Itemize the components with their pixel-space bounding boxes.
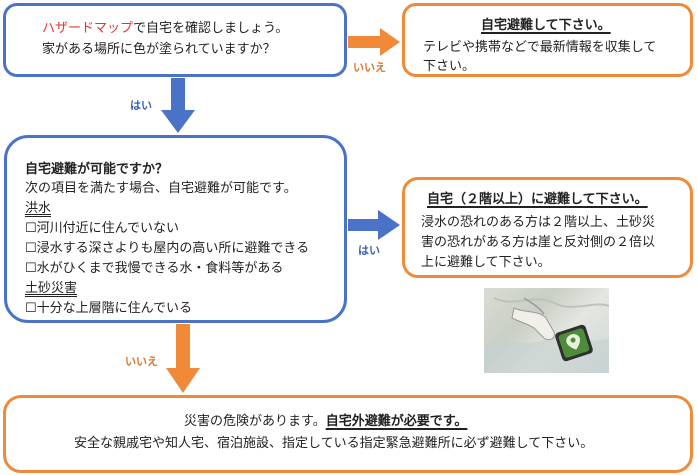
- checklist-item: ☐浸水する深さよりも屋内の高い所に避難できる: [25, 239, 309, 258]
- question-line-1-rest: で自宅を確認しましょう。: [133, 21, 289, 36]
- upper-floor-body-2: 害の恐れがある方は崖と反対側の２倍以: [421, 235, 656, 250]
- label-yes-1: はい: [130, 99, 152, 112]
- evacuate-outside-box: 災害の危険があります。自宅外避難が必要です。 安全な親戚宅や知人宅、宿泊施設、指…: [3, 395, 693, 473]
- evacuate-line-1-bold: 自宅外避難が必要です。: [325, 414, 468, 429]
- label-yes-2: はい: [358, 244, 380, 257]
- checklist-item-label: 十分な上層階に住んでいる: [36, 301, 193, 316]
- hazard-map-link-text: ハザードマップ: [42, 21, 134, 36]
- question-line-1: ハザードマップで自宅を確認しましょう。: [42, 19, 288, 38]
- checklist-item-label: 河川付近に住んでいない: [36, 221, 180, 236]
- stay-home-box: 自宅避難して下さい。 テレビや携帯などで最新情報を収集して 下さい。: [402, 3, 693, 77]
- upper-floor-box: 自宅（２階以上）に避難して下さい。 浸水の恐れのある方は２階以上、土砂災 害の恐…: [402, 177, 693, 278]
- arrow-no-2: [166, 324, 200, 393]
- shelter-check-intro: 次の項目を満たす場合、自宅避難が可能です。: [25, 181, 297, 196]
- checkbox-icon: ☐: [25, 241, 37, 256]
- evacuate-line-1-pre: 災害の危険があります。: [184, 414, 326, 429]
- question-line-2: 家がある場所に色が塗られていますか？: [42, 42, 276, 57]
- checkbox-icon: ☐: [25, 301, 37, 316]
- upper-floor-body-1: 浸水の恐れのある方は２階以上、土砂災: [421, 215, 656, 230]
- label-no-2: いいえ: [125, 355, 158, 368]
- flood-header: 洪水: [25, 201, 52, 216]
- hand-map-photo: [484, 288, 609, 373]
- shelter-check-title: 自宅避難が可能ですか？: [25, 162, 169, 177]
- hand-holding-map-pin-icon: [484, 297, 609, 373]
- stay-home-body-1: テレビや携帯などで最新情報を収集して: [423, 40, 657, 55]
- checklist-item: ☐水がひくまで我慢できる水・食料等がある: [25, 259, 283, 278]
- shelter-check-box: 自宅避難が可能ですか？ 次の項目を満たす場合、自宅避難が可能です。 洪水 ☐河川…: [4, 135, 347, 323]
- stay-home-body-2: 下さい。: [423, 59, 476, 74]
- question-hazard-map-box: ハザードマップで自宅を確認しましょう。 家がある場所に色が塗られていますか？: [3, 3, 347, 77]
- upper-floor-title: 自宅（２階以上）に避難して下さい。: [427, 192, 648, 207]
- arrow-yes-1: [161, 78, 195, 133]
- checklist-item-label: 浸水する深さよりも屋内の高い所に避難できる: [36, 241, 310, 256]
- checkbox-icon: ☐: [25, 221, 37, 236]
- arrow-no-1: [348, 28, 400, 56]
- upper-floor-body-3: 上に避難して下さい。: [421, 255, 551, 270]
- landslide-header: 土砂災害: [25, 281, 78, 296]
- checkbox-icon: ☐: [25, 261, 37, 276]
- evacuate-line-1: 災害の危険があります。自宅外避難が必要です。: [184, 412, 467, 431]
- label-no-1: いいえ: [353, 61, 386, 74]
- evacuate-line-2: 安全な親戚宅や知人宅、宿泊施設、指定している指定緊急避難所に必ず避難して下さい。: [74, 436, 594, 451]
- checklist-item: ☐十分な上層階に住んでいる: [25, 299, 192, 318]
- checklist-item: ☐河川付近に住んでいない: [25, 219, 179, 238]
- checklist-item-label: 水がひくまで我慢できる水・食料等がある: [36, 261, 284, 276]
- arrow-yes-2: [348, 210, 400, 240]
- stay-home-title: 自宅避難して下さい。: [481, 18, 611, 33]
